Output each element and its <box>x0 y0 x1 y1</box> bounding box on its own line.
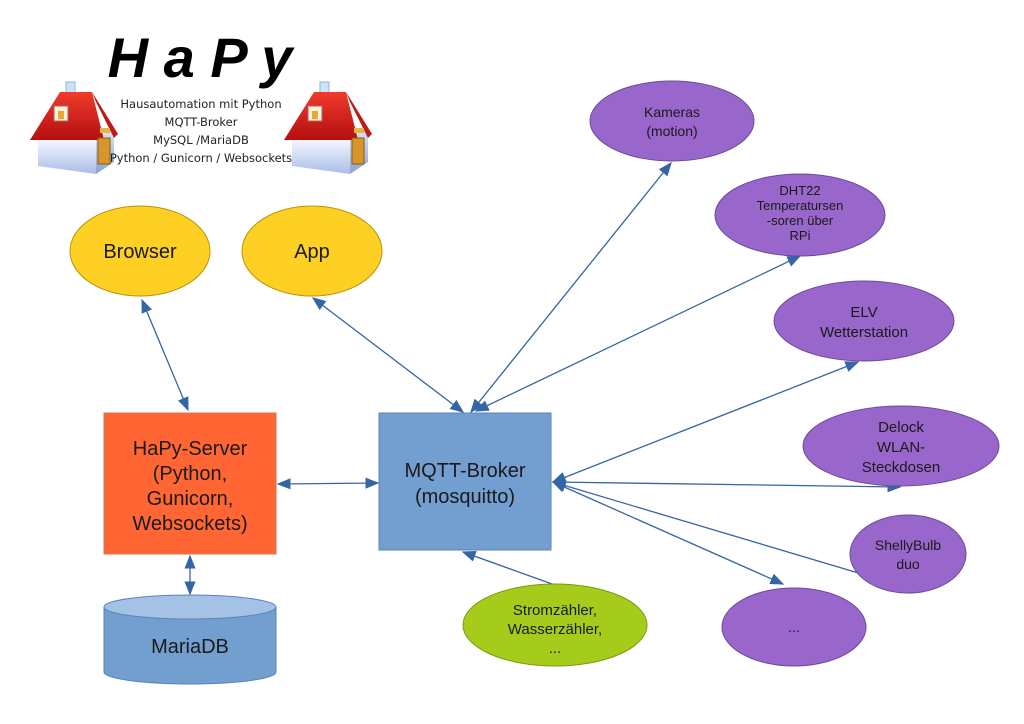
meters-label-1: Stromzähler, <box>513 602 597 619</box>
server-label-1: HaPy-Server <box>133 438 248 460</box>
node-mqtt-broker: MQTT-Broker (mosquitto) <box>378 412 552 551</box>
node-browser: Browser <box>69 205 211 297</box>
kameras-label-1: Kameras <box>644 104 700 120</box>
edge-broker-more <box>551 481 785 585</box>
delock-label-3: Steckdosen <box>862 459 940 476</box>
logo-subtitle-2: MQTT-Broker <box>165 115 238 129</box>
db-label: MariaDB <box>151 636 229 658</box>
app-label: App <box>294 241 330 263</box>
node-dht22: DHT22 Temperatursen -soren über RPi <box>714 173 886 257</box>
dht22-label-1: DHT22 <box>779 183 820 198</box>
delock-label-2: WLAN- <box>877 439 925 456</box>
dht22-label-4: RPi <box>790 228 811 243</box>
edge-broker-elv <box>551 361 860 483</box>
node-mariadb: MariaDB <box>103 594 277 685</box>
server-label-4: Websockets) <box>132 513 247 535</box>
logo-subtitle-1: Hausautomation mit Python <box>120 97 281 111</box>
shelly-label-2: duo <box>896 556 920 572</box>
dht22-label-3: -soren über <box>767 213 834 228</box>
edge-broker-dht22 <box>474 255 802 412</box>
server-label-3: Gunicorn, <box>147 488 234 510</box>
delock-label-1: Delock <box>878 419 924 436</box>
edge-browser-server <box>141 298 189 412</box>
broker-label-2: (mosquitto) <box>415 486 515 508</box>
house-icon-left <box>29 81 119 175</box>
broker-label-1: MQTT-Broker <box>404 460 525 482</box>
edge-app-broker <box>311 297 465 413</box>
node-more-devices: ... <box>721 587 867 667</box>
more-label: ... <box>788 619 800 635</box>
meters-label-2: Wasserzähler, <box>508 621 602 638</box>
dht22-label-2: Temperatursen <box>757 198 844 213</box>
shelly-label-1: ShellyBulb <box>875 537 941 553</box>
house-icon-right <box>283 81 373 175</box>
edge-broker-kameras <box>470 161 672 414</box>
hapy-logo: H a P y Hausautomation mit Python MQTT-B… <box>29 26 373 175</box>
logo-subtitle-4: Python / Gunicorn / Websockets <box>110 151 292 165</box>
node-delock: Delock WLAN- Steckdosen <box>802 405 1000 487</box>
edge-meters-broker <box>461 550 556 586</box>
logo-subtitle-3: MySQL /MariaDB <box>153 133 249 147</box>
node-shelly: ShellyBulb duo <box>849 514 967 594</box>
meters-label-3: ... <box>549 640 562 657</box>
node-app: App <box>241 205 383 297</box>
node-hapy-server: HaPy-Server (Python, Gunicorn, Websocket… <box>103 412 277 555</box>
kameras-label-2: (motion) <box>646 123 697 139</box>
node-kameras: Kameras (motion) <box>589 80 755 162</box>
browser-label: Browser <box>103 241 177 263</box>
server-label-2: (Python, <box>153 463 227 485</box>
edge-broker-delock <box>551 476 902 493</box>
node-elv: ELV Wetterstation <box>773 280 955 362</box>
logo-title: H a P y <box>108 26 296 89</box>
edge-server-broker <box>276 477 380 490</box>
node-meters: Stromzähler, Wasserzähler, ... <box>462 583 648 667</box>
elv-label-1: ELV <box>850 304 877 321</box>
elv-label-2: Wetterstation <box>820 324 908 341</box>
